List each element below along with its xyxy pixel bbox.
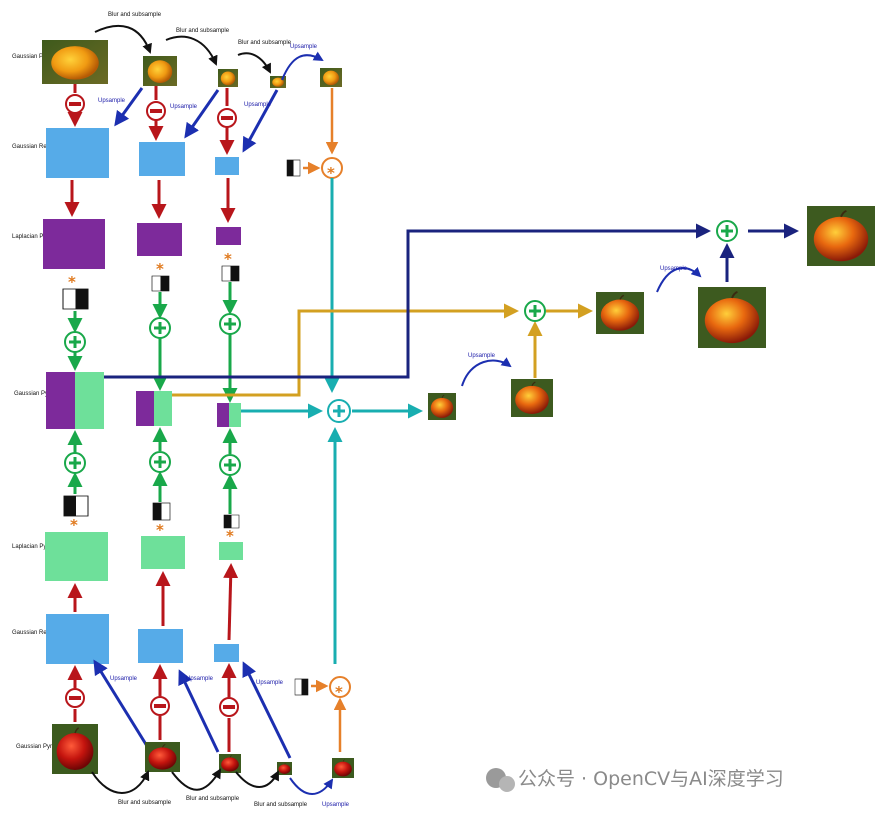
label-gaussian-pyramid-top-1: Gaussian Pyramid [12, 54, 61, 60]
label-upsample-bottom-3: Upsample [256, 680, 284, 686]
mask-icon [152, 502, 171, 521]
apple-image-level-2 [218, 753, 242, 774]
label-upsample-bottom-right: Upsample [322, 802, 350, 808]
blended-block-2-left [217, 403, 229, 427]
gaussian-reconstruction-block-top-1 [139, 142, 185, 176]
label-blur-subsample-bottom-3: Blur and subsample [254, 802, 308, 808]
laplacian-block-bottom-2 [219, 542, 243, 560]
label-upsample-chain-2: Upsample [660, 266, 688, 272]
mask-icon [221, 265, 240, 282]
multiply-star-icon: * [70, 516, 78, 534]
label-upsample-bottom-1: Upsample [110, 676, 138, 682]
gaussian-reconstruction-block-bottom-2 [214, 644, 239, 662]
label-gaussian-pyramid-middle: Gaussian Pyramid [14, 391, 63, 397]
mask-icon [286, 159, 301, 177]
label-upsample-top-2: Upsample [170, 104, 198, 110]
label-blur-subsample-top-2: Blur and subsample [176, 28, 230, 34]
blended-block-1-left [136, 391, 154, 426]
label-laplacian-pyramid-bottom: Laplacian Pyramid [12, 544, 61, 550]
multiply-star-icon: * [226, 527, 234, 545]
label-blur-subsample-bottom-1: Blur and subsample [118, 800, 172, 806]
blended-block-0-right [75, 372, 104, 429]
apple-image-level-0 [51, 723, 99, 775]
label-upsample-top-3: Upsample [244, 102, 272, 108]
svg-text:*: * [335, 683, 343, 701]
orange-image-level-1 [143, 56, 177, 86]
mask-icon [62, 288, 89, 310]
multiply-star-icon: * [224, 250, 232, 268]
svg-text:*: * [327, 164, 335, 182]
blended-block-0-left [46, 372, 75, 429]
final-blended-image [805, 204, 877, 268]
orange-image-level-2 [218, 69, 238, 87]
label-upsample-chain-1: Upsample [468, 353, 496, 359]
blended-block-2-right [229, 403, 241, 427]
apple-image-upsampled [331, 757, 355, 779]
apple-image-level-3 [276, 761, 293, 776]
mask-icon [151, 275, 170, 292]
blended-block-1-right [154, 391, 172, 426]
blended-image-upsampled-2 [510, 378, 554, 418]
blended-image-upsampled-1 [696, 285, 768, 350]
label-gaussian-reconstruction-top: Gaussian Reconstruction [12, 144, 79, 150]
mask-icon [63, 495, 89, 517]
laplacian-block-bottom-1 [141, 536, 185, 569]
laplacian-block-bottom-0 [45, 532, 108, 581]
mask-icon [294, 678, 309, 696]
gaussian-reconstruction-block-bottom-0 [46, 614, 109, 664]
blended-image-level-1 [595, 291, 645, 335]
label-laplacian-pyramid-top: Laplacian Pyramid [12, 234, 61, 240]
label-gaussian-pyramid-bottom: Gaussian Pyramid [16, 744, 65, 750]
laplacian-block-top-1 [137, 223, 182, 256]
multiply-star-icon: * [156, 521, 164, 539]
label-upsample-top-1: Upsample [98, 98, 126, 104]
orange-image-level-0 [42, 40, 108, 84]
multiply-star-icon [329, 676, 351, 698]
laplacian-block-top-2 [216, 227, 241, 245]
gaussian-reconstruction-block-top-2 [215, 157, 239, 175]
watermark-text: 公众号 · OpenCV与AI深度学习 [518, 768, 784, 790]
watermark: 公众号 · OpenCV与AI深度学习 [486, 768, 784, 792]
gaussian-reconstruction-block-bottom-1 [138, 629, 183, 663]
orange-image-upsampled [320, 68, 342, 87]
label-upsample-top-right: Upsample [290, 44, 318, 50]
label-upsample-bottom-2: Upsample [186, 676, 214, 682]
label-blur-subsample-bottom-2: Blur and subsample [186, 796, 240, 802]
multiply-star-icon: * [156, 260, 164, 278]
label-blur-subsample-top-1: Blur and subsample [108, 12, 162, 18]
apple-image-level-1 [144, 741, 181, 773]
gaussian-reconstruction-block-top-0 [46, 128, 109, 178]
laplacian-block-top-0 [43, 219, 105, 269]
label-blur-subsample-top-3: Blur and subsample [238, 40, 292, 46]
multiply-star-icon: * [68, 273, 76, 291]
label-gaussian-reconstruction-bottom: Gaussian Reconstruction [12, 630, 79, 636]
blended-image-level-2 [427, 392, 457, 421]
